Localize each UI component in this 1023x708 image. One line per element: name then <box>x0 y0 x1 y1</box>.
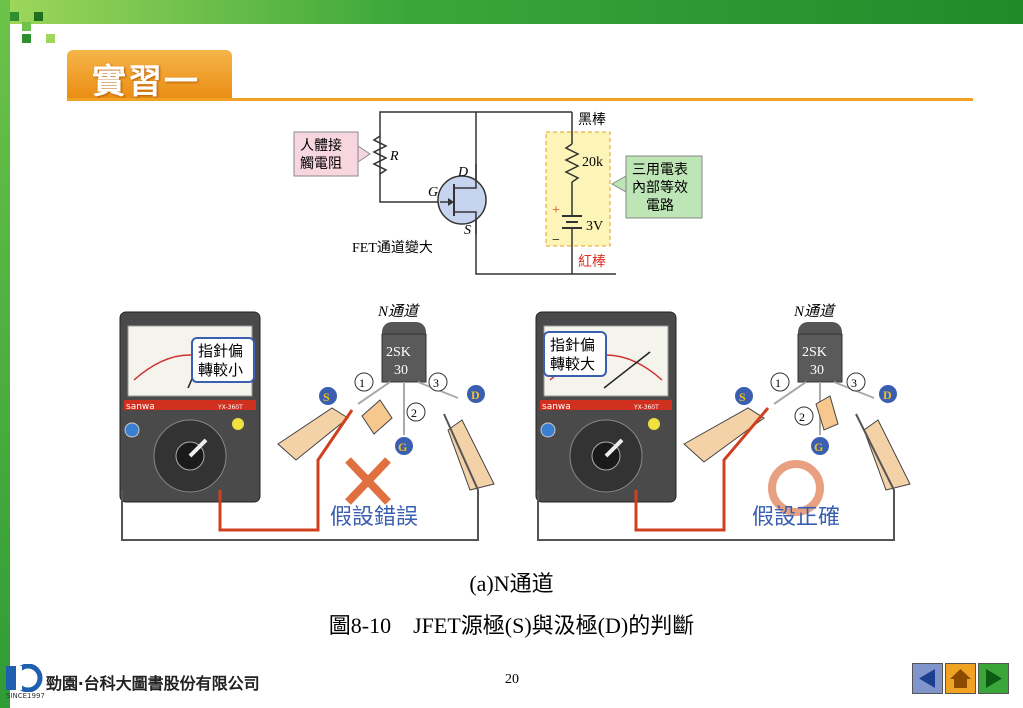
right-d: D <box>883 388 892 402</box>
body-resistance-label-1: 人體接 <box>300 137 342 154</box>
corner-square <box>34 12 43 21</box>
right-model: YX-360T <box>633 404 659 411</box>
left-g: G <box>398 440 407 454</box>
arrow-left-icon <box>919 669 935 688</box>
left-pin-1: 1 <box>359 376 365 390</box>
right-needle-line-2: 轉較大 <box>550 355 595 373</box>
left-pin-2: 2 <box>411 406 417 420</box>
left-needle-line-1: 指針偏 <box>198 342 243 360</box>
black-probe-label: 黑棒 <box>578 112 606 128</box>
figure-subcaption: (a)N通道 <box>469 571 554 596</box>
g-label: G <box>428 185 438 200</box>
left-part-line-2: 30 <box>394 363 408 378</box>
plus-sign: + <box>552 203 560 218</box>
left-meter-illustration: sanwa YX-360T 指針偏 轉較小 N通道 2SK 30 1 2 3 S… <box>119 303 495 541</box>
v3-label: 3V <box>586 219 603 234</box>
right-pin-1: 1 <box>775 376 781 390</box>
meter-box-line-2: 內部等效 <box>632 179 688 196</box>
right-pin-2: 2 <box>799 410 805 424</box>
publisher-logo <box>6 664 43 692</box>
left-verdict: 假設錯誤 <box>330 505 418 530</box>
right-needle-line-1: 指針偏 <box>550 336 595 354</box>
prev-button[interactable] <box>912 663 943 694</box>
left-brand: sanwa <box>126 402 155 412</box>
publisher-since: SINCE1997 <box>6 692 45 700</box>
right-g: G <box>814 440 823 454</box>
slide-title: 實習一 <box>92 62 200 102</box>
right-meter-illustration: sanwa YX-360T 指針偏 轉較大 N通道 2SK 30 1 2 3 S… <box>535 303 911 541</box>
fet-symbol <box>437 175 487 225</box>
arrow-right-icon <box>986 669 1002 688</box>
left-model: YX-360T <box>217 404 243 411</box>
corner-square <box>22 22 31 31</box>
title-underline <box>67 98 973 101</box>
left-channel-label: N通道 <box>377 303 420 320</box>
r20k-label: 20k <box>582 155 603 170</box>
next-button[interactable] <box>978 663 1009 694</box>
body-resistance-label-2: 觸電阻 <box>300 156 342 172</box>
figure-caption: 圖8-10 JFET源極(S)與汲極(D)的判斷 <box>328 613 695 638</box>
title-tab <box>67 50 232 100</box>
s-label: S <box>464 223 471 238</box>
corner-square <box>22 34 31 43</box>
left-part-line-1: 2SK <box>386 345 411 360</box>
minus-sign: − <box>552 233 560 248</box>
left-pin-3: 3 <box>433 376 439 390</box>
left-s: S <box>323 390 330 404</box>
fet-label: FET通道變大 <box>352 240 433 256</box>
meter-box-line-3: 電路 <box>646 198 674 214</box>
right-channel-label: N通道 <box>793 303 836 320</box>
right-s: S <box>739 390 746 404</box>
right-pin-3: 3 <box>851 376 857 390</box>
left-banner <box>0 0 10 708</box>
meter-box-line-1: 三用電表 <box>632 162 688 178</box>
home-icon <box>950 669 971 688</box>
circuit-diagram: R 人體接 觸電阻 D G S FET通道變大 黑棒 20k 3V + − 紅棒… <box>293 111 703 275</box>
left-needle-line-2: 轉較小 <box>198 361 243 379</box>
body-resistance-box <box>293 131 359 177</box>
red-probe-label: 紅棒 <box>578 254 606 270</box>
corner-square <box>46 34 55 43</box>
top-banner <box>0 0 1023 24</box>
right-part-line-1: 2SK <box>802 345 827 360</box>
d-label: D <box>457 165 468 180</box>
r-label: R <box>389 149 399 164</box>
right-brand: sanwa <box>542 402 571 412</box>
home-button[interactable] <box>945 663 976 694</box>
publisher-name: 勁園‧台科大圖書股份有限公司 <box>46 674 260 693</box>
right-part-line-2: 30 <box>810 363 824 378</box>
page-number: 20 <box>505 672 519 687</box>
corner-square <box>10 12 19 21</box>
meter-box-label <box>625 155 703 219</box>
left-d: D <box>471 388 480 402</box>
right-verdict: 假設正確 <box>752 505 840 530</box>
